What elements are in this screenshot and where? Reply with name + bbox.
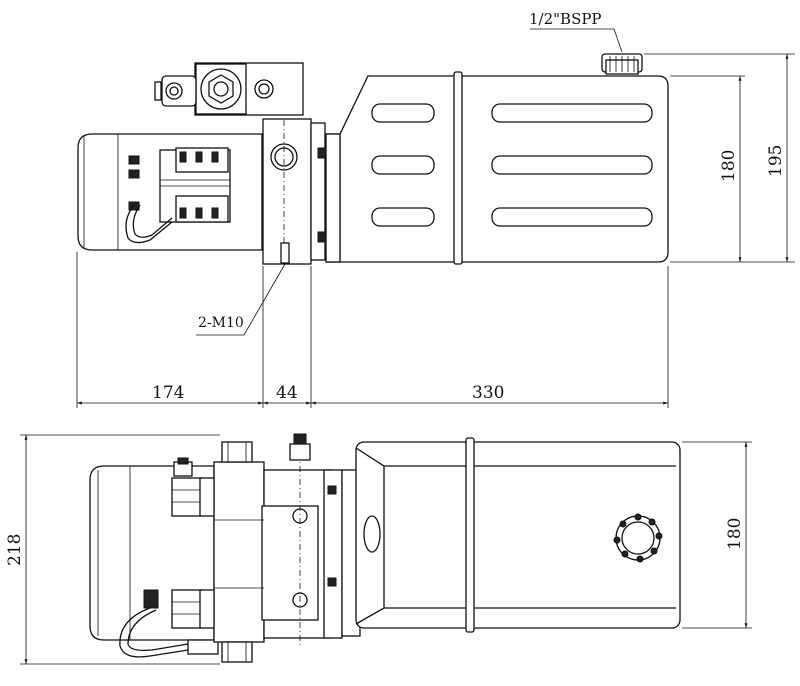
dim-tank-length: 330 — [472, 383, 504, 403]
port-thread-label: 1/2"BSPP — [529, 10, 602, 28]
dim-valve-block-length: 44 — [276, 383, 298, 403]
tank-side — [325, 53, 669, 265]
dim-motor-length: 174 — [152, 383, 184, 403]
dim-tank-width: 180 — [725, 518, 745, 550]
dim-overall-height: 195 — [766, 145, 786, 177]
valve-block-side — [262, 118, 327, 265]
tank-top — [341, 437, 681, 637]
top-view — [20, 433, 752, 665]
side-view — [76, 28, 795, 408]
motor-top — [89, 457, 219, 658]
mounting-bolts-label: 2-M10 — [198, 315, 244, 331]
relief-valve-side — [154, 62, 304, 116]
motor-side — [77, 133, 263, 251]
dim-overall-width: 218 — [5, 534, 25, 566]
dim-tank-height: 180 — [719, 150, 739, 182]
valve-block-top — [199, 433, 343, 663]
